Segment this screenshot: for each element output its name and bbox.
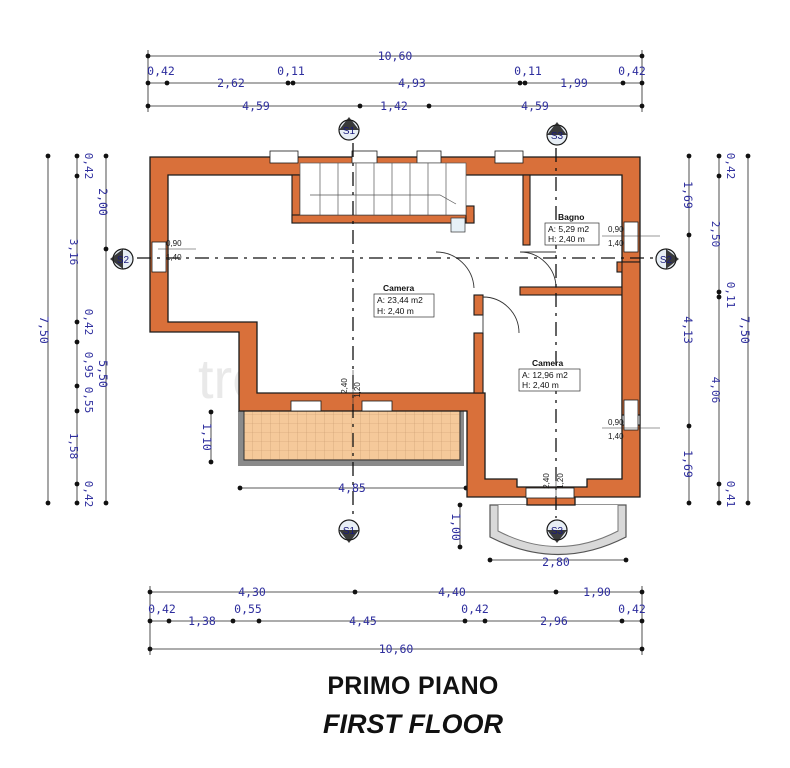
dims-left: 7,50 0,42 3,16 0,42 0,95 0,55 1,58 0,42 … <box>37 153 110 508</box>
svg-text:0,42: 0,42 <box>618 602 646 616</box>
window-tags: 0,90 1,40 0,90 1,40 0,90 1,40 1,20 2,40 … <box>166 225 624 489</box>
svg-text:S2: S2 <box>117 255 130 266</box>
svg-text:1,40: 1,40 <box>166 253 182 262</box>
svg-text:0,95: 0,95 <box>82 352 95 379</box>
svg-text:Camera: Camera <box>532 358 563 368</box>
svg-text:0,55: 0,55 <box>82 387 95 414</box>
svg-text:2,96: 2,96 <box>540 614 568 628</box>
floor-plan: trovacasa <box>37 49 752 656</box>
svg-text:A: 12,96 m2: A: 12,96 m2 <box>522 370 568 380</box>
svg-text:0,55: 0,55 <box>234 602 262 616</box>
svg-text:H: 2,40 m: H: 2,40 m <box>377 306 414 316</box>
svg-text:S1: S1 <box>343 126 356 137</box>
svg-text:4,45: 4,45 <box>349 614 377 628</box>
svg-text:1,10: 1,10 <box>200 423 214 451</box>
svg-text:7,50: 7,50 <box>738 316 752 344</box>
svg-text:S3: S3 <box>551 526 564 537</box>
window-openings <box>151 150 639 499</box>
title-primo-piano: PRIMO PIANO <box>327 672 499 700</box>
dims-right: 1,69 4,13 1,69 0,42 2,50 0,11 4,06 0,41 … <box>681 153 752 508</box>
dimension-ticks <box>45 53 751 652</box>
svg-text:H: 2,40 m: H: 2,40 m <box>548 234 585 244</box>
interior-walls <box>291 174 641 426</box>
svg-text:1,40: 1,40 <box>608 239 624 248</box>
svg-text:4,06: 4,06 <box>709 377 722 404</box>
svg-text:0,42: 0,42 <box>461 602 489 616</box>
dims-top: 10,60 0,42 2,62 0,11 4,93 0,11 1,99 0,42… <box>147 49 646 113</box>
svg-text:2,50: 2,50 <box>709 221 722 248</box>
svg-text:2,40: 2,40 <box>340 378 349 394</box>
svg-text:4,30: 4,30 <box>238 585 266 599</box>
svg-text:2,62: 2,62 <box>217 76 245 90</box>
svg-text:2,00: 2,00 <box>96 188 110 216</box>
svg-text:Bagno: Bagno <box>558 212 584 222</box>
svg-text:0,42: 0,42 <box>82 309 95 336</box>
svg-text:0,42: 0,42 <box>618 64 646 78</box>
section-arrows <box>110 117 679 543</box>
svg-text:10,60: 10,60 <box>378 49 413 63</box>
svg-text:3,16: 3,16 <box>67 239 80 266</box>
staircase <box>299 162 467 233</box>
svg-text:1,20: 1,20 <box>556 473 565 489</box>
svg-text:S2: S2 <box>660 255 673 266</box>
svg-text:7,50: 7,50 <box>37 316 51 344</box>
svg-text:4,13: 4,13 <box>681 316 695 344</box>
svg-text:0,42: 0,42 <box>82 153 95 180</box>
svg-text:4,40: 4,40 <box>438 585 466 599</box>
svg-text:1,42: 1,42 <box>380 99 408 113</box>
svg-text:1,69: 1,69 <box>681 181 695 209</box>
svg-text:1,20: 1,20 <box>353 382 362 398</box>
svg-text:S3: S3 <box>551 131 564 142</box>
svg-text:0,42: 0,42 <box>724 153 737 180</box>
dims-bottom: 4,30 4,40 1,90 0,42 1,38 0,55 4,45 0,42 … <box>148 585 646 656</box>
svg-text:4,93: 4,93 <box>398 76 426 90</box>
svg-text:S1: S1 <box>343 526 356 537</box>
room-camera-1: Camera A: 23,44 m2 H: 2,40 m <box>373 283 435 318</box>
svg-text:4,59: 4,59 <box>521 99 549 113</box>
svg-text:1,38: 1,38 <box>188 614 216 628</box>
svg-text:1,40: 1,40 <box>608 432 624 441</box>
svg-text:10,60: 10,60 <box>379 642 414 656</box>
svg-text:0,90: 0,90 <box>608 418 624 427</box>
svg-text:Camera: Camera <box>383 283 414 293</box>
svg-text:0,90: 0,90 <box>608 225 624 234</box>
svg-text:1,69: 1,69 <box>681 450 695 478</box>
svg-text:A: 5,29 m2: A: 5,29 m2 <box>548 224 589 234</box>
dims-inner: 4,85 1,10 2,80 1,00 <box>200 423 570 569</box>
svg-text:0,41: 0,41 <box>724 481 737 508</box>
room-camera-2: Camera A: 12,96 m2 H: 2,40 m <box>518 358 581 392</box>
svg-text:0,11: 0,11 <box>514 64 542 78</box>
room-bagno: Bagno A: 5,29 m2 H: 2,40 m <box>544 212 600 246</box>
svg-text:0,90: 0,90 <box>166 239 182 248</box>
svg-text:0,42: 0,42 <box>82 481 95 508</box>
svg-text:1,58: 1,58 <box>67 433 80 460</box>
svg-text:1,90: 1,90 <box>583 585 611 599</box>
window-tag-lines <box>158 235 660 500</box>
svg-text:0,42: 0,42 <box>147 64 175 78</box>
title-first-floor: FIRST FLOOR <box>323 709 503 739</box>
svg-text:2,40: 2,40 <box>542 473 551 489</box>
svg-text:5,50: 5,50 <box>96 360 110 388</box>
exterior-walls <box>149 156 641 506</box>
svg-text:4,59: 4,59 <box>242 99 270 113</box>
svg-text:1,99: 1,99 <box>560 76 588 90</box>
svg-text:0,11: 0,11 <box>724 282 737 309</box>
svg-text:4,85: 4,85 <box>338 481 366 495</box>
doors <box>435 251 557 334</box>
svg-text:0,11: 0,11 <box>277 64 305 78</box>
svg-text:H: 2,40 m: H: 2,40 m <box>522 380 559 390</box>
svg-text:A: 23,44 m2: A: 23,44 m2 <box>377 295 423 305</box>
svg-text:2,80: 2,80 <box>542 555 570 569</box>
svg-text:0,42: 0,42 <box>148 602 176 616</box>
section-lines <box>137 143 660 518</box>
balcony-floor <box>244 411 460 460</box>
svg-text:1,00: 1,00 <box>449 513 463 541</box>
section-labels: S1 S3 S2 S2 S1 S3 <box>117 126 673 537</box>
